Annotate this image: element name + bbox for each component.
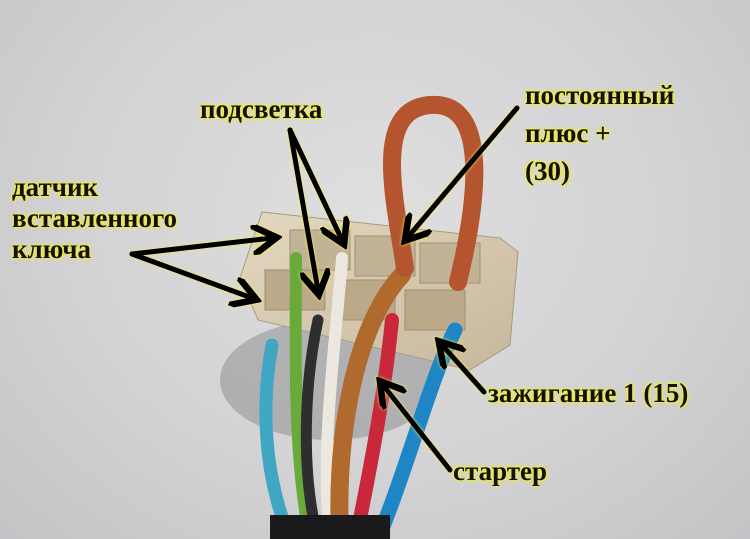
arrow-key-sensor-lower: [129, 251, 252, 298]
label-key-sensor-line-2: вставленного: [12, 203, 178, 233]
label-ignition-text: зажигание 1 (15): [488, 378, 689, 408]
wire-red: [349, 313, 399, 539]
label-key-sensor-line-1: датчик: [12, 172, 99, 202]
arrow-starter: [383, 385, 453, 473]
arrow-backlight-left: [287, 127, 318, 290]
wire-light-blue: [259, 338, 297, 539]
label-starter: стартер: [453, 456, 547, 487]
label-starter-text: стартер: [453, 456, 547, 486]
arrow-backlight-right: [287, 127, 342, 240]
wire-green: [289, 252, 316, 539]
label-constant-plus-line-1: постоянный: [525, 80, 675, 110]
label-constant-plus-line-2: плюс +: [525, 118, 611, 148]
wire-brown: [330, 266, 411, 539]
label-ignition: зажигание 1 (15): [488, 378, 688, 409]
wire-black: [300, 314, 324, 539]
arrow-key-sensor-upper: [129, 238, 272, 257]
label-key-sensor-line-3: ключа: [12, 234, 92, 264]
wire-brown-loop: [383, 95, 484, 291]
label-backlight: подсветка: [200, 94, 322, 125]
label-backlight-text: подсветка: [200, 94, 323, 124]
label-key-sensor: датчик вставленного ключа: [12, 172, 177, 265]
wire-white: [320, 252, 348, 539]
annotation-arrows: [129, 105, 520, 473]
label-constant-plus: постоянный плюс + (30): [525, 76, 674, 190]
arrow-ignition: [442, 345, 487, 395]
label-constant-plus-line-3: (30): [525, 156, 570, 186]
arrow-constant-plus: [408, 105, 520, 237]
